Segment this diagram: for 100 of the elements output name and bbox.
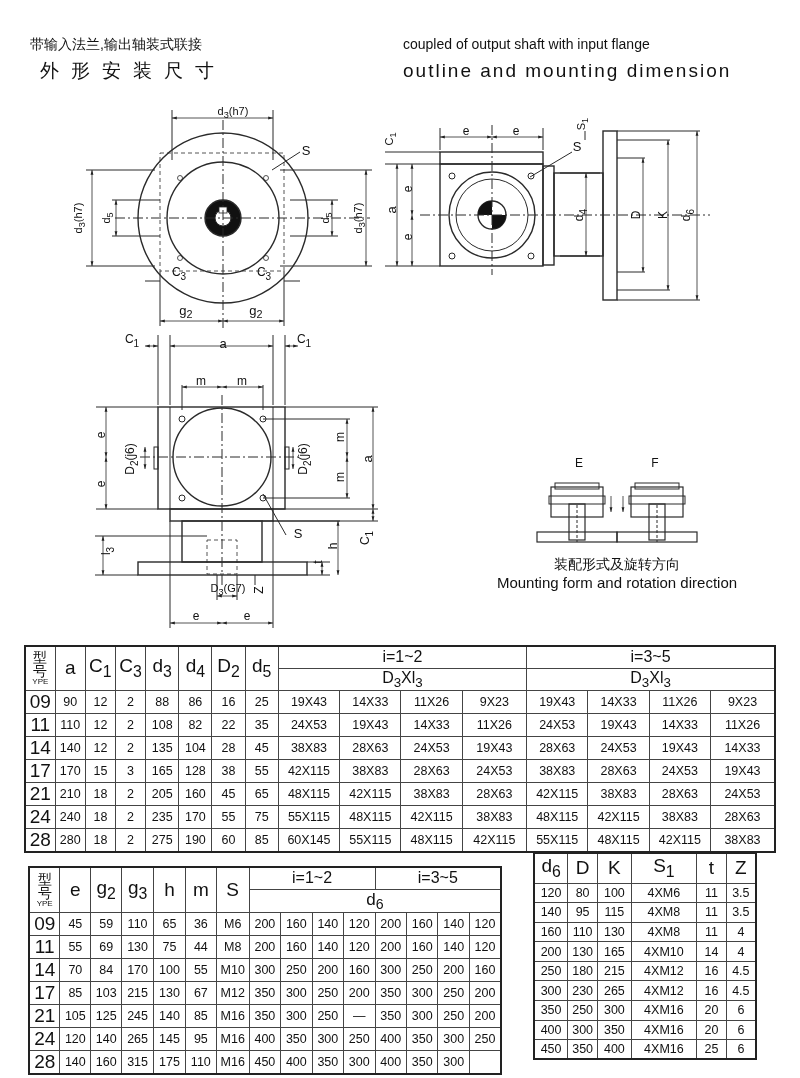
table-value: 19X43 bbox=[649, 736, 711, 760]
table-value: 350 bbox=[249, 981, 281, 1005]
model-number: 24 bbox=[29, 1027, 60, 1051]
table-value: 350 bbox=[534, 1000, 568, 1021]
table-value: 25 bbox=[245, 690, 279, 714]
table-value: 16 bbox=[696, 961, 727, 981]
table-value: 24X53 bbox=[462, 759, 527, 783]
column-header: 型号 bbox=[33, 650, 48, 679]
table-value: 115 bbox=[597, 902, 632, 923]
column-header: C$_{3}$ bbox=[115, 646, 146, 691]
model-number: 17 bbox=[29, 981, 60, 1005]
table-value: 140 bbox=[312, 912, 344, 936]
table-value: 160 bbox=[343, 958, 376, 982]
table-value: 45 bbox=[245, 736, 279, 760]
table-value: 42X115 bbox=[526, 782, 588, 806]
table-value: 4XM8 bbox=[631, 902, 697, 923]
table-value: 300 bbox=[597, 1000, 632, 1021]
column-header: m bbox=[185, 867, 217, 913]
dimension-label: C$_{3}$ bbox=[256, 266, 272, 282]
dimension-label: C$_{1}$ bbox=[296, 333, 312, 349]
table-value: 140 bbox=[437, 912, 470, 936]
dimension-label: m bbox=[334, 432, 346, 442]
table-value: 45 bbox=[59, 912, 91, 936]
table-value: 14X33 bbox=[400, 713, 463, 737]
table-value: 28X63 bbox=[587, 759, 650, 783]
dimension-label: D$_{3}$(G7) bbox=[210, 582, 246, 598]
table-value: 69 bbox=[90, 935, 122, 959]
table-value: 250 bbox=[280, 958, 313, 982]
table-value: 300 bbox=[534, 980, 568, 1001]
table-value: 100 bbox=[597, 883, 632, 903]
table-value: 24X53 bbox=[526, 713, 588, 737]
table-value: 200 bbox=[249, 935, 281, 959]
column-header: d$_{3}$ bbox=[145, 646, 179, 691]
table-value: 42X115 bbox=[587, 805, 650, 829]
dimension-label: e bbox=[462, 125, 470, 137]
table-value: 300 bbox=[437, 1027, 470, 1051]
table-value: 11X26 bbox=[400, 690, 463, 714]
table-value: 200 bbox=[534, 941, 568, 962]
table-value: 28X63 bbox=[462, 782, 527, 806]
table-value: 4XM12 bbox=[631, 980, 697, 1001]
table-value: 42X115 bbox=[339, 782, 401, 806]
dimension-label: e bbox=[402, 233, 414, 241]
column-header: D$_{2}$ bbox=[211, 646, 246, 691]
table-value: 300 bbox=[406, 981, 438, 1005]
table-value: 18 bbox=[85, 805, 116, 829]
table-value: 140 bbox=[437, 935, 470, 959]
table-value: 300 bbox=[312, 1027, 344, 1051]
table-value: 24X53 bbox=[587, 736, 650, 760]
table-value: M16 bbox=[216, 1004, 250, 1028]
table-value: 160 bbox=[406, 912, 438, 936]
dimension-label: a bbox=[360, 455, 374, 463]
table-value: 350 bbox=[406, 1027, 438, 1051]
table-value: 4XM12 bbox=[631, 961, 697, 981]
table-value: M16 bbox=[216, 1027, 250, 1051]
table-value: 28X63 bbox=[400, 759, 463, 783]
table-value: 350 bbox=[375, 1004, 407, 1028]
table-value: 44 bbox=[185, 935, 217, 959]
model-number: 14 bbox=[25, 736, 56, 760]
table-value: 245 bbox=[121, 1004, 154, 1028]
column-header: i=1~2 bbox=[249, 867, 376, 889]
table-value: 265 bbox=[121, 1027, 154, 1051]
table-value: 160 bbox=[534, 922, 568, 942]
table-value: 350 bbox=[249, 1004, 281, 1028]
table-value: 16 bbox=[696, 980, 727, 1001]
table-value: 120 bbox=[343, 912, 376, 936]
model-number: 11 bbox=[29, 935, 60, 959]
table-value: 24X53 bbox=[278, 713, 340, 737]
dimension-label: e bbox=[95, 480, 107, 488]
table-value: 130 bbox=[153, 981, 186, 1005]
table-value: 20 bbox=[696, 1020, 727, 1040]
column-header: D bbox=[567, 853, 598, 883]
model-number: 21 bbox=[29, 1004, 60, 1028]
table-value: 250 bbox=[312, 1004, 344, 1028]
table-value: 24X53 bbox=[400, 736, 463, 760]
dimension-label: e bbox=[402, 185, 414, 193]
dimension-label: S bbox=[293, 526, 303, 540]
table-value: M10 bbox=[216, 958, 250, 982]
table-value: 265 bbox=[597, 980, 632, 1001]
model-number: 14 bbox=[29, 958, 60, 982]
heading: 带输入法兰,输出轴装式联接 bbox=[30, 37, 202, 51]
table-value: 38X83 bbox=[587, 782, 650, 806]
dimension-label: e bbox=[192, 610, 200, 622]
table-value: 140 bbox=[90, 1027, 122, 1051]
table-value: 400 bbox=[375, 1027, 407, 1051]
table-value: 70 bbox=[59, 958, 91, 982]
table-value: 200 bbox=[343, 981, 376, 1005]
dimension-label: e bbox=[512, 125, 520, 137]
table-value: 38 bbox=[211, 759, 246, 783]
table-value: 22 bbox=[211, 713, 246, 737]
dimension-label: D bbox=[630, 210, 642, 220]
model-number: 17 bbox=[25, 759, 56, 783]
dimension-label: m bbox=[196, 375, 206, 387]
table-value: 140 bbox=[312, 935, 344, 959]
table-value: 55X115 bbox=[278, 805, 340, 829]
table-value: 400 bbox=[249, 1027, 281, 1051]
table-value: 250 bbox=[312, 981, 344, 1005]
table-value: 103 bbox=[90, 981, 122, 1005]
table-value: 55 bbox=[59, 935, 91, 959]
table-value: 250 bbox=[343, 1027, 376, 1051]
table-value: 38X83 bbox=[526, 759, 588, 783]
